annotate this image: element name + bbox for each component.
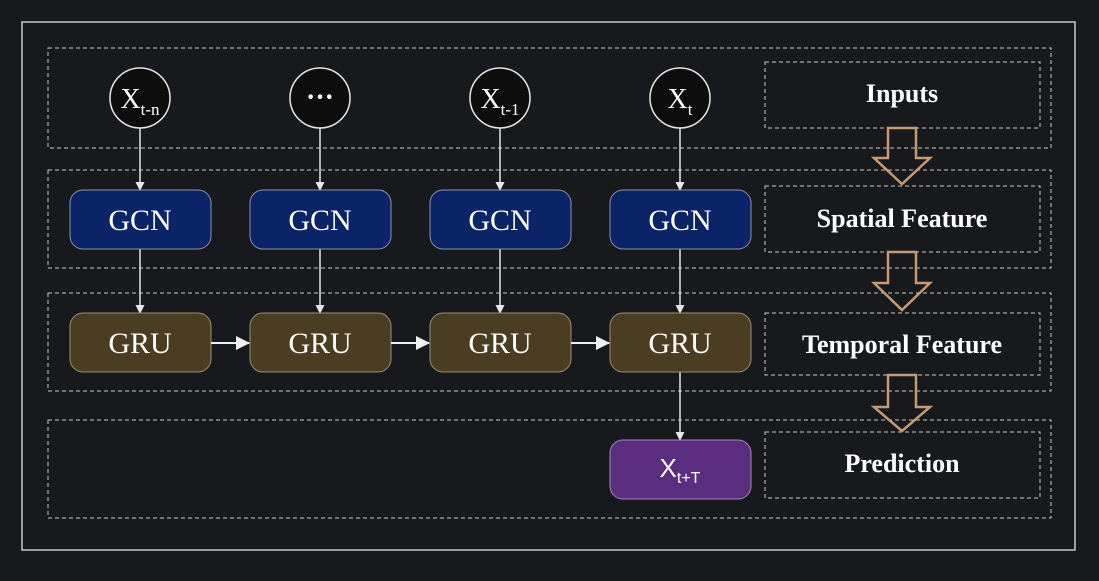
prediction-label: Prediction bbox=[844, 449, 960, 478]
input-node-3 bbox=[469, 67, 531, 129]
prediction-output-label: Xt+T bbox=[660, 453, 701, 487]
gru-block-2-label: GRU bbox=[288, 327, 352, 360]
flow-arrow-1 bbox=[870, 126, 934, 186]
spatial-row-box bbox=[47, 169, 1052, 269]
gcn-block-3 bbox=[429, 189, 572, 250]
temporal-label: Temporal Feature bbox=[802, 330, 1002, 359]
gcn-block-3-label: GCN bbox=[468, 204, 531, 237]
prediction-label-box bbox=[764, 431, 1041, 499]
inputs-label: Inputs bbox=[866, 79, 938, 108]
gcn-block-1-label: GCN bbox=[108, 204, 171, 237]
input-node-4 bbox=[649, 67, 711, 129]
gru-block-1-label: GRU bbox=[108, 327, 172, 360]
outer-frame bbox=[21, 21, 1076, 551]
gru-block-4-label: GRU bbox=[648, 327, 712, 360]
flow-arrow-2 bbox=[870, 250, 934, 312]
gru-block-4 bbox=[609, 312, 752, 373]
input-node-1 bbox=[109, 67, 171, 129]
gcn-block-4-label: GCN bbox=[648, 204, 711, 237]
inputs-row-box bbox=[47, 47, 1052, 149]
temporal-row-box bbox=[47, 292, 1052, 392]
input-node-2-label: ··· bbox=[306, 82, 334, 113]
flow-arrow-3 bbox=[870, 373, 934, 433]
gcn-block-4 bbox=[609, 189, 752, 250]
gcn-block-2-label: GCN bbox=[288, 204, 351, 237]
prediction-output-block bbox=[609, 439, 752, 500]
input-node-4-label: Xt bbox=[668, 84, 693, 119]
prediction-row-box bbox=[47, 419, 1052, 519]
gcn-block-2 bbox=[249, 189, 392, 250]
gcn-block-1 bbox=[69, 189, 212, 250]
gru-block-3-label: GRU bbox=[468, 327, 532, 360]
spatial-label: Spatial Feature bbox=[817, 204, 988, 233]
input-node-2 bbox=[289, 67, 351, 129]
input-node-1-label: Xt-n bbox=[120, 84, 160, 119]
input-node-3-label: Xt-1 bbox=[480, 84, 519, 119]
